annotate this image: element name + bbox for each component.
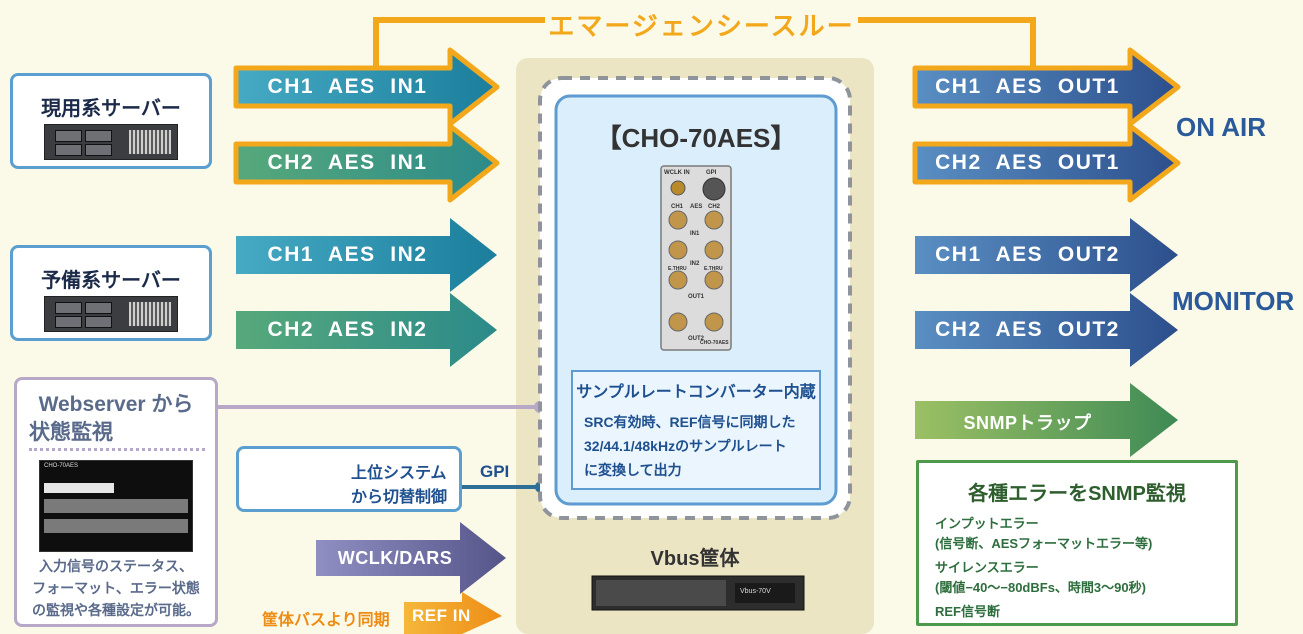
arrow-ch2-in2 <box>236 293 497 367</box>
server-icon <box>44 124 178 160</box>
panel-ethru-label-1: E.THRU <box>668 266 687 272</box>
src-line-2: 32/44.1/48kHzのサンプルレート <box>584 438 787 454</box>
webserver-box: Webserver から 状態監視 CHO-70AES 入力信号のステータス、 … <box>14 377 218 627</box>
webserver-screenshot-title: CHO-70AES <box>44 463 79 469</box>
label-ch2-in1: CH2 AES IN1 <box>267 151 428 174</box>
panel-in2-label: IN2 <box>690 261 700 267</box>
snmp-item-2: (信号断、AESフォーマットエラー等) <box>935 536 1153 551</box>
panel-in1-label: IN1 <box>690 231 700 237</box>
label-wclk: WCLK/DARS <box>337 548 453 568</box>
dotted-divider <box>29 448 205 451</box>
arrow-wclk <box>316 522 506 594</box>
webserver-desc-line2: フォーマット、エラー状態 <box>32 580 200 596</box>
arrow-ch2-out2 <box>915 293 1178 367</box>
panel-ch1-label: CH1 <box>671 204 684 210</box>
control-box: 上位システム から切替制御 <box>236 446 462 512</box>
panel-ch2-label: CH2 <box>708 204 721 210</box>
backup-server-title: 予備系サーバー <box>41 270 181 292</box>
arrow-ch1-out2 <box>915 218 1178 292</box>
monitor-label: MONITOR <box>1172 286 1295 316</box>
label-ch2-out2: CH2 AES OUT2 <box>935 318 1120 341</box>
snmp-monitor-box: 各種エラーをSNMP監視 インプットエラー (信号断、AESフォーマットエラー等… <box>916 460 1238 626</box>
gpi-label: GPI <box>480 462 510 481</box>
cho70aes-panel <box>660 165 732 351</box>
on-air-label: ON AIR <box>1176 112 1267 142</box>
panel-ethru-label-2: E.THRU <box>704 266 723 272</box>
arrow-ch1-in2 <box>236 218 497 292</box>
label-ch2-in2: CH2 AES IN2 <box>267 318 428 341</box>
webserver-title-line2: 状態監視 <box>29 421 113 444</box>
vbus-model-label: Vbus-70V <box>740 588 771 595</box>
arrow-ch2-in1 <box>233 123 500 203</box>
label-refin: REF IN <box>412 606 471 625</box>
main-server-title: 現用系サーバー <box>41 98 181 120</box>
arrow-ch1-out1 <box>912 47 1181 127</box>
label-ch1-out1: CH1 AES OUT1 <box>935 75 1120 98</box>
arrow-ch2-out1 <box>912 123 1181 203</box>
snmp-item-3: サイレンスエラー <box>935 560 1039 575</box>
src-box <box>571 370 821 490</box>
arrow-refin <box>404 592 502 634</box>
panel-model-label: CHO-70AES <box>700 340 729 346</box>
vbus-title: Vbus筐体 <box>650 548 740 570</box>
webserver-desc-line1: 入力信号のステータス、 <box>39 558 193 574</box>
webserver-desc-line3: の監視や各種設定が可能。 <box>32 602 200 618</box>
panel-out2-label: OUT2 <box>688 336 705 342</box>
vbus-device-image <box>591 575 805 611</box>
label-ch1-in1: CH1 AES IN1 <box>267 75 428 98</box>
arrow-snmp-trap <box>915 383 1178 457</box>
label-ch2-out1: CH2 AES OUT1 <box>935 151 1120 174</box>
backup-server-box: 予備系サーバー <box>10 245 212 341</box>
snmp-item-5: REF信号断 <box>935 604 1001 619</box>
src-title: サンプルレートコンバーター内蔵 <box>576 384 816 401</box>
src-line-1: SRC有効時、REF信号に同期した <box>584 414 796 430</box>
emergency-through-line <box>373 17 1036 68</box>
label-ch1-in2: CH1 AES IN2 <box>267 243 428 266</box>
arrow-ch1-in1 <box>233 47 500 127</box>
control-line2: から切替制御 <box>351 489 448 506</box>
panel-aes-label: AES <box>690 204 703 210</box>
control-line1: 上位システム <box>351 465 447 482</box>
panel-wclk-label: WCLK IN <box>664 170 690 176</box>
panel-out1-label: OUT1 <box>688 294 705 300</box>
label-ch1-out2: CH1 AES OUT2 <box>935 243 1120 266</box>
sync-label: 筐体バスより同期 <box>262 612 390 629</box>
main-server-box: 現用系サーバー <box>10 73 212 169</box>
server-icon <box>44 296 178 332</box>
emergency-through-label: エマージェンシースルー <box>548 11 855 41</box>
snmp-item-4: (閾値−40〜−80dBFs、時間3〜90秒) <box>935 580 1146 595</box>
webserver-title-line1: Webserver から <box>38 393 194 416</box>
device-title: 【CHO-70AES】 <box>595 123 797 153</box>
webserver-screenshot: CHO-70AES <box>39 460 193 552</box>
panel-gpi-label: GPI <box>706 170 717 176</box>
snmp-box-title: 各種エラーをSNMP監視 <box>968 483 1186 505</box>
label-snmp-trap: SNMPトラップ <box>963 413 1092 433</box>
snmp-item-1: インプットエラー <box>935 516 1039 531</box>
src-line-3: に変換して出力 <box>584 462 682 478</box>
